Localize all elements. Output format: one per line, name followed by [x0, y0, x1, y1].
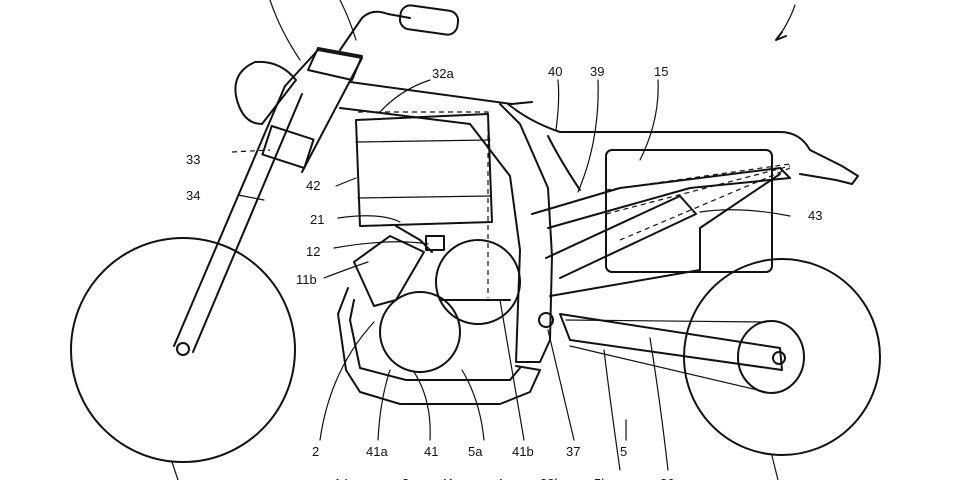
rear-wheel: [683, 258, 881, 456]
label-33: 33: [186, 152, 200, 167]
label-41c: 41c: [440, 476, 461, 480]
leader-37: [547, 329, 575, 441]
leader-43: [699, 209, 791, 217]
label-43: 43: [808, 208, 822, 223]
cylinder-11b: [353, 235, 425, 307]
label-3: 3: [402, 476, 409, 480]
leader-rear-bottom: [771, 455, 779, 480]
engine-crankcase: [379, 291, 461, 373]
leader-33-dash: [231, 149, 271, 153]
head-pipe: [284, 49, 363, 173]
leader-36: [649, 337, 669, 471]
handlebar: [339, 10, 411, 51]
leader-2: [319, 321, 375, 441]
pipe-21: [395, 225, 433, 253]
fork-clamp: [261, 124, 315, 170]
tank-42: [355, 113, 493, 227]
label-5a: 5a: [468, 444, 483, 459]
leader-40: [555, 79, 560, 131]
valve-12: [425, 235, 445, 251]
label-41: 41: [424, 444, 438, 459]
leader-5a: [461, 369, 485, 441]
leader-32a: [379, 79, 431, 113]
label-36: 36: [660, 476, 674, 480]
leader-41b: [499, 299, 525, 441]
frame-main: [339, 107, 553, 363]
rear-sub-frame: [545, 195, 697, 279]
label-12: 12: [306, 244, 320, 259]
swingarm-5: [559, 313, 783, 371]
label-37: 37: [566, 444, 580, 459]
top-bracket: [307, 47, 363, 81]
label-41a: 41a: [366, 444, 388, 459]
label-5b: 5b: [594, 476, 608, 480]
leader-top-left-2: [339, 0, 357, 41]
leader-34: [237, 194, 265, 201]
frame-inner: [499, 103, 553, 257]
leader-42: [335, 177, 357, 187]
leader-front-bottom: [171, 461, 179, 480]
cradle-frame: [337, 287, 541, 405]
label-5: 5: [620, 444, 627, 459]
generator-circle: [435, 239, 521, 325]
seat: [507, 103, 859, 185]
label-34: 34: [186, 188, 200, 203]
label-11b: 11b: [296, 272, 317, 287]
battery-box-15: [605, 149, 773, 273]
leader-39: [577, 79, 599, 193]
leader-15: [639, 79, 659, 161]
rear-axle: [772, 351, 786, 365]
label-38b: 38b: [540, 476, 562, 480]
leader-12: [333, 241, 429, 249]
label-4: 4: [496, 476, 503, 480]
handle-grip: [398, 4, 460, 36]
label-41b: 41b: [512, 444, 534, 459]
label-32a: 32a: [432, 66, 454, 81]
label-15: 15: [654, 64, 668, 79]
arrow-head: [775, 31, 787, 41]
leader-top-left-1: [269, 0, 301, 61]
label-39: 39: [590, 64, 604, 79]
front-wheel: [70, 237, 296, 463]
pivot-37: [538, 312, 554, 328]
rear-stay: [549, 173, 781, 297]
frame-top: [349, 81, 533, 105]
cradle-inner: [349, 299, 521, 381]
label-14a: 14a: [334, 476, 356, 480]
leader-5b: [603, 349, 621, 471]
label-42: 42: [306, 178, 320, 193]
battery-wiring: [605, 163, 791, 241]
rear-sprocket: [737, 320, 805, 394]
drive-chain: [565, 319, 767, 393]
leader-41: [413, 371, 431, 441]
tank-outline-dashed: [358, 111, 489, 298]
headlight: [234, 60, 297, 125]
seat-front: [547, 135, 581, 191]
label-40: 40: [548, 64, 562, 79]
label-2: 2: [312, 444, 319, 459]
leader-21: [337, 215, 401, 223]
front-fork: [173, 85, 303, 353]
leader-41a: [377, 369, 391, 441]
leader-11b: [323, 261, 369, 279]
label-21: 21: [310, 212, 324, 227]
front-axle: [176, 342, 190, 356]
tank-bands: [355, 139, 491, 199]
